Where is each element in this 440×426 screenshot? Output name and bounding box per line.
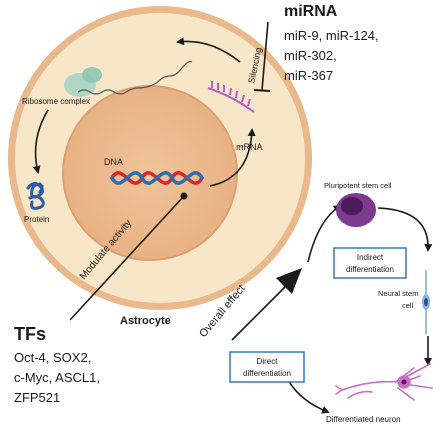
pluripotent-stem-cell-icon xyxy=(336,193,376,227)
mirna-line-2: miR-302, xyxy=(284,48,337,63)
modulate-activity-dot xyxy=(180,192,188,200)
arrow-mrna-to-ribosome xyxy=(176,37,241,63)
tfs-line-3: ZFP521 xyxy=(14,390,60,405)
silencing-line xyxy=(261,21,269,91)
overall-effect-line xyxy=(231,285,287,341)
mirna-line-3: miR-367 xyxy=(284,68,333,83)
indirect-label-line1: Indirect xyxy=(357,253,384,262)
pluripotent-stem-cell-label: Pluripotent stem cell xyxy=(324,181,392,190)
dna-icon xyxy=(110,171,204,185)
indirect-differentiation-box xyxy=(333,247,407,279)
tfs-title: TFs xyxy=(14,324,46,344)
ribosome-mrna-strand xyxy=(77,61,193,95)
mrna-icon xyxy=(207,81,255,113)
direct-differentiation-box xyxy=(229,351,305,383)
arrow-ribosome-to-protein xyxy=(32,109,49,174)
mirna-title: miRNA xyxy=(284,3,338,20)
silencing-bar xyxy=(253,89,271,92)
dna-label: DNA xyxy=(104,157,123,167)
astrocyte-label: Astrocyte xyxy=(120,315,171,327)
direct-label-line1: Direct xyxy=(257,357,279,366)
protein-label: Protein xyxy=(24,215,49,224)
mirna-line-1: miR-9, miR-124, xyxy=(284,28,379,43)
arrow-to-pluripotent xyxy=(307,204,342,263)
arrow-dna-to-mrna xyxy=(209,128,256,187)
indirect-label-line2: differentiation xyxy=(346,265,394,274)
arrow-pluripotent-to-neural xyxy=(377,207,433,252)
differentiated-neuron-label: Differentiated neuron xyxy=(326,415,401,424)
ribosome-complex-label: Ribosome complex xyxy=(22,97,90,106)
mrna-label: mRNA xyxy=(236,142,263,152)
tfs-line-2: c-Myc, ASCL1, xyxy=(14,370,100,385)
tfs-line-1: Oct-4, SOX2, xyxy=(14,350,91,365)
neural-stem-cell-label-line1: Neural stem xyxy=(378,289,418,298)
direct-label-line2: differentiation xyxy=(243,369,291,378)
protein-icon xyxy=(26,181,45,210)
overall-effect-arrowhead xyxy=(276,268,302,294)
differentiated-neuron-icon xyxy=(335,363,433,401)
neural-stem-cell-icon xyxy=(422,270,430,334)
modulate-activity-line xyxy=(69,195,185,321)
neural-stem-cell-label-line2: cell xyxy=(402,301,414,310)
